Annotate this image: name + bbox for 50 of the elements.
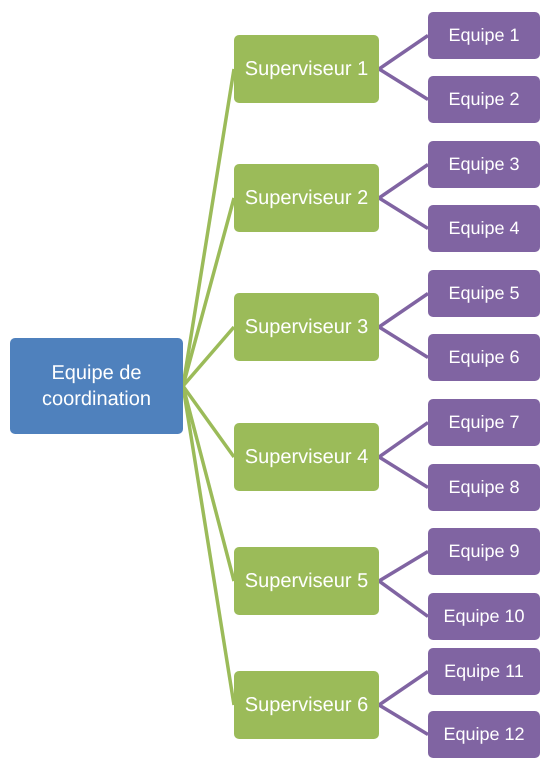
team-box [428,76,540,123]
node-label: Equipe 8 [448,476,520,499]
connector-line [378,34,429,70]
connector-line [378,68,429,101]
supervisor-box [234,671,379,739]
connector-line [378,550,429,582]
supervisor-box [234,164,379,232]
node-label: Equipe 11 [444,660,524,683]
node-label: Equipe 12 [443,722,525,746]
connector-line [378,421,429,458]
node-label: Equipe 9 [448,540,520,563]
node-label: Equipe 1 [448,24,520,47]
supervisor-box [234,293,379,361]
node-label: Equipe de coordination [41,361,152,412]
team-box [428,593,540,640]
node-label: Equipe 4 [448,216,520,240]
node-label: Superviseur 2 [244,186,368,211]
supervisor-box [234,547,379,615]
team-box [428,399,540,446]
connector-line [378,196,429,230]
supervisor-box [234,35,379,103]
team-box [428,334,540,381]
node-label: Equipe 2 [448,88,520,111]
node-label: Superviseur 5 [244,569,368,594]
node-label: Equipe 5 [448,282,520,305]
team-box [428,711,540,758]
team-box [428,141,540,188]
connector-line [378,704,429,736]
node-label: Equipe 3 [448,152,520,176]
supervisor-box [234,423,379,491]
connector-line [378,670,429,706]
node-label: Superviseur 3 [244,315,368,340]
connector-line [378,580,430,618]
team-box [428,270,540,317]
node-label: Superviseur 4 [244,445,368,470]
team-box [428,528,540,575]
node-label: Equipe 7 [448,410,520,434]
connector-line [378,326,429,359]
root-box [10,338,183,434]
team-box [428,205,540,252]
connector-line [378,163,429,200]
node-label: Equipe 10 [443,604,525,628]
node-label: Superviseur 1 [244,57,368,82]
connector-line [378,292,429,328]
team-box [428,648,540,695]
team-box [428,464,540,511]
node-label: Equipe 6 [448,346,520,369]
team-box [428,12,540,59]
connector-line [378,456,429,489]
node-label: Superviseur 6 [244,693,368,718]
